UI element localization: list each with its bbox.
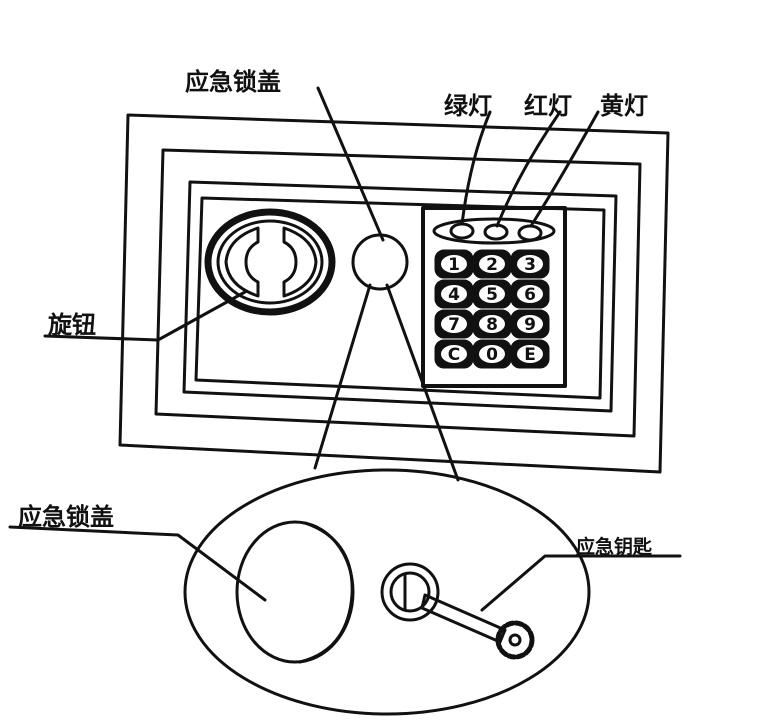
label-yellow-light: 黄灯 [600, 92, 648, 120]
key-face-6 [517, 285, 543, 303]
label-emergency-cover-detail: 应急锁盖 [18, 503, 114, 531]
zoom-line-left [313, 283, 372, 470]
key-face-E [517, 345, 543, 363]
key-label: 9 [524, 315, 536, 335]
key-label: 7 [448, 315, 460, 335]
key-label: 8 [486, 315, 498, 335]
leader-yellow [529, 110, 600, 228]
key-label: 4 [448, 285, 460, 305]
key-face-8 [479, 315, 505, 333]
leader-cover-top [316, 86, 385, 242]
leader-red [495, 110, 562, 228]
key-label: 5 [486, 285, 498, 305]
keypad-frame [421, 206, 567, 388]
green-light [449, 222, 475, 240]
key-label: 0 [486, 345, 498, 365]
label-knob: 旋钮 [48, 311, 96, 339]
leader-key [480, 554, 682, 612]
key-label: E [524, 345, 536, 365]
knob-icon [204, 208, 336, 316]
safe-outer-frame [118, 113, 670, 474]
key-face-2 [479, 255, 505, 273]
indicator-bar [432, 217, 556, 245]
label-green-light: 绿灯 [444, 92, 492, 120]
key-face-3 [517, 255, 543, 273]
key-label: 1 [448, 255, 460, 275]
emergency-key-icon [380, 562, 535, 660]
keypad-keys: 1 2 3 4 5 6 7 8 9C 0 E [434, 249, 550, 369]
detail-ellipse [183, 468, 591, 716]
safe-door [182, 180, 618, 413]
key-face-7 [441, 315, 467, 333]
emergency-cover-detail [235, 520, 355, 664]
zoom-line-right [385, 283, 460, 482]
key-label: 2 [486, 255, 498, 275]
label-red-light: 红灯 [524, 92, 572, 120]
key-face-C [441, 345, 467, 363]
key-face-9 [517, 315, 543, 333]
yellow-light [517, 224, 543, 242]
leader-green [460, 110, 492, 226]
key-face-0 [479, 345, 505, 363]
key-label: C [448, 345, 460, 365]
emergency-lock-cover [351, 233, 409, 291]
label-emergency-cover-top: 应急锁盖 [185, 68, 281, 96]
key-label: 6 [524, 285, 536, 305]
key-label: 3 [524, 255, 536, 275]
key-face-4 [441, 285, 467, 303]
safe-door-frame [154, 148, 642, 438]
leader-knob [43, 290, 247, 342]
key-face-1 [441, 255, 467, 273]
key-face-5 [479, 285, 505, 303]
label-emergency-key: 应急钥匙 [576, 536, 653, 558]
leader-cover-detail [8, 525, 267, 602]
